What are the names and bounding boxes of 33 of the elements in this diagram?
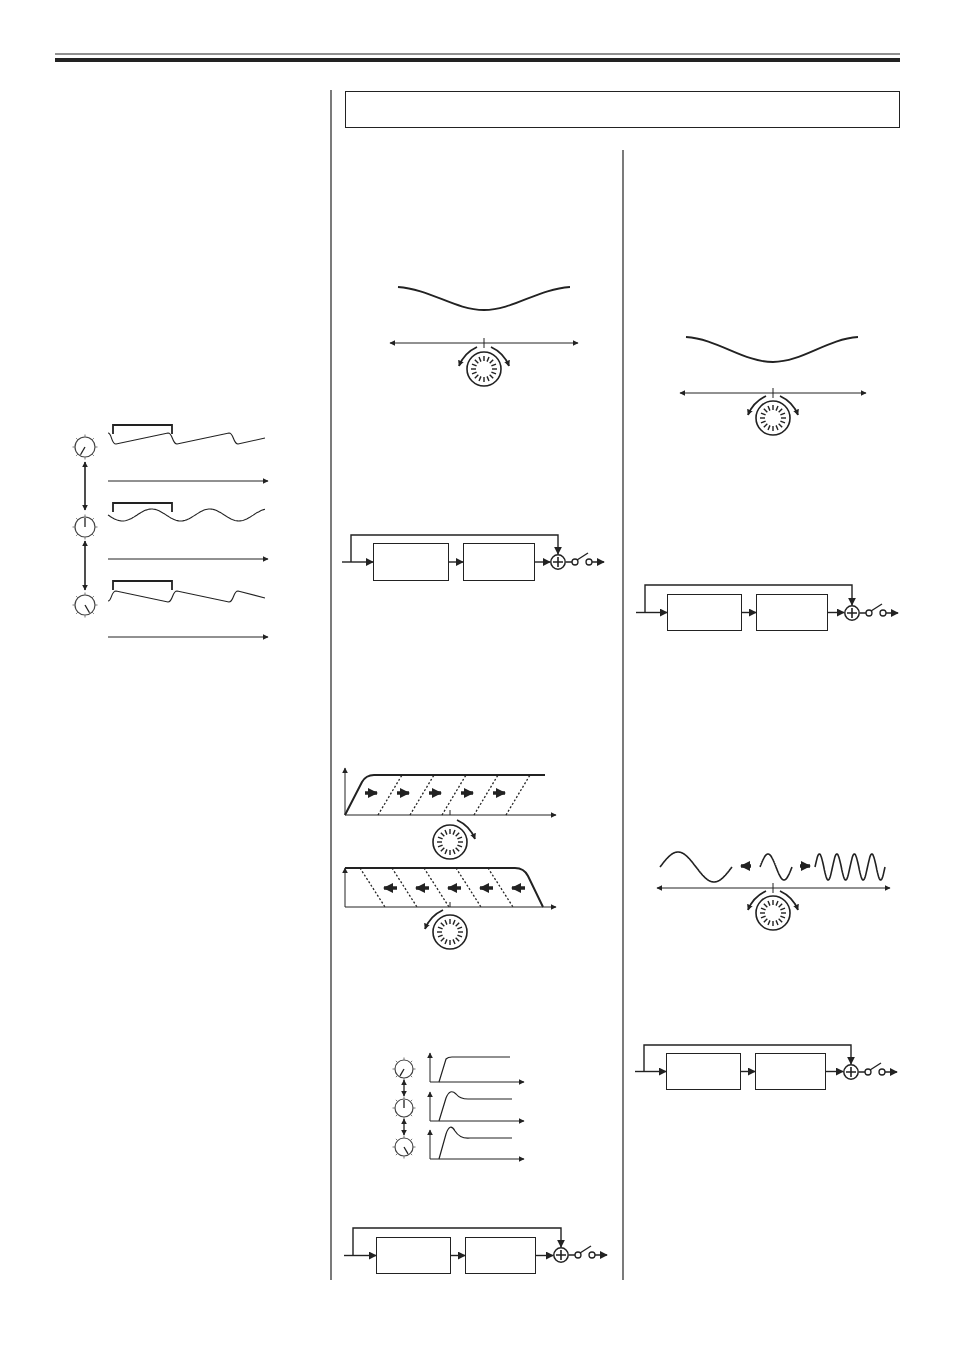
arrow: [859, 609, 899, 617]
arrow: [827, 608, 845, 617]
arrow: [644, 584, 856, 614]
arrow: [740, 1067, 756, 1076]
block-box: [666, 1053, 741, 1090]
arrow: [634, 1067, 667, 1076]
arrow: [350, 534, 562, 563]
summing-junction: [550, 554, 566, 570]
block-box: [755, 1053, 826, 1090]
arrow: [343, 1251, 377, 1260]
arrow: [741, 608, 757, 617]
arrow: [858, 1068, 898, 1076]
header-box: [345, 91, 900, 128]
arrow: [534, 558, 551, 566]
summing-junction: [844, 605, 860, 621]
block-box: [756, 594, 828, 631]
arrow: [341, 558, 374, 566]
block-box: [463, 543, 535, 581]
arrow: [565, 558, 605, 566]
arrow: [568, 1251, 608, 1259]
arrow: [635, 608, 668, 617]
block-box: [373, 543, 449, 581]
block-box: [667, 594, 742, 631]
arrow: [825, 1067, 844, 1076]
arrow: [448, 558, 464, 566]
summing-junction: [553, 1247, 569, 1263]
arrow: [643, 1044, 855, 1073]
block-box: [465, 1237, 536, 1274]
arrow: [450, 1251, 466, 1260]
arrow: [352, 1227, 565, 1256]
summing-junction: [843, 1064, 859, 1080]
block-box: [376, 1237, 451, 1274]
arrow: [535, 1251, 554, 1260]
